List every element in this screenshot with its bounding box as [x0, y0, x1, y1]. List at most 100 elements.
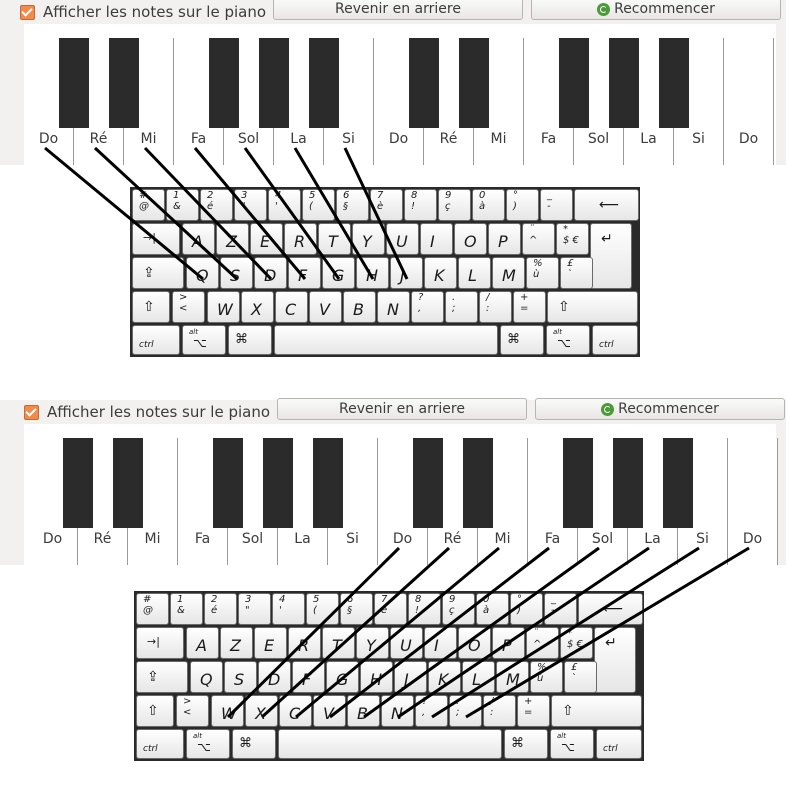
- key-C[interactable]: C: [275, 291, 308, 323]
- piano-black-key[interactable]: [313, 438, 343, 528]
- key-§[interactable]: 6§: [340, 593, 373, 625]
- key-L[interactable]: L: [462, 661, 495, 693]
- key-E[interactable]: E: [250, 223, 283, 255]
- shift-key-left[interactable]: ⇧: [136, 695, 174, 727]
- key-M[interactable]: M: [492, 257, 525, 289]
- key-P[interactable]: P: [492, 627, 525, 659]
- key-([interactable]: 5(: [306, 593, 339, 625]
- key-'[interactable]: 4': [272, 593, 305, 625]
- piano-white-key[interactable]: Si: [328, 438, 378, 565]
- alt-key-left[interactable]: alt⌥: [186, 729, 230, 759]
- command-key-right[interactable]: ⌘: [504, 729, 548, 759]
- restart-button[interactable]: Recommencer: [535, 398, 785, 420]
- tab-key[interactable]: →|: [132, 223, 180, 255]
- key-F[interactable]: F: [288, 257, 321, 289]
- key-K[interactable]: K: [428, 661, 461, 693]
- key-$ €[interactable]: *$ €: [560, 627, 593, 659]
- key-,[interactable]: ?,: [415, 695, 448, 727]
- key-H[interactable]: H: [356, 257, 389, 289]
- key-V[interactable]: V: [309, 291, 342, 323]
- piano-black-key[interactable]: [213, 438, 243, 528]
- key-W[interactable]: W: [211, 695, 244, 727]
- key--[interactable]: _-: [544, 593, 577, 625]
- key-G[interactable]: G: [326, 661, 359, 693]
- piano-white-key[interactable]: Do: [724, 38, 774, 165]
- piano-black-key[interactable]: [113, 438, 143, 528]
- key-X[interactable]: X: [245, 695, 278, 727]
- piano-black-key[interactable]: [109, 38, 139, 128]
- ctrl-key-right[interactable]: ctrl: [596, 729, 642, 759]
- key-Q[interactable]: Q: [186, 257, 219, 289]
- key--[interactable]: _-: [540, 189, 573, 221]
- piano-white-key[interactable]: Mi: [128, 438, 178, 565]
- return-key[interactable]: ↵: [590, 223, 632, 289]
- piano-black-key[interactable]: [259, 38, 289, 128]
- back-button[interactable]: Revenir en arriere: [273, 0, 523, 20]
- alt-key-right[interactable]: alt⌥: [546, 325, 590, 355]
- show-notes-toggle[interactable]: Afficher les notes sur le piano: [20, 0, 266, 24]
- key-"[interactable]: 3": [238, 593, 271, 625]
- key-R[interactable]: R: [284, 223, 317, 255]
- key-I[interactable]: I: [424, 627, 457, 659]
- key-§[interactable]: 6§: [336, 189, 369, 221]
- key-&[interactable]: 1&: [170, 593, 203, 625]
- key-([interactable]: 5(: [302, 189, 335, 221]
- piano-white-key[interactable]: Mi: [478, 438, 528, 565]
- space-bar[interactable]: [274, 325, 498, 355]
- key-G[interactable]: G: [322, 257, 355, 289]
- key-:[interactable]: /:: [483, 695, 516, 727]
- backspace-key[interactable]: ⟵: [574, 189, 639, 221]
- restart-button[interactable]: Recommencer: [531, 0, 781, 20]
- key-R[interactable]: R: [288, 627, 321, 659]
- piano-white-key[interactable]: Si: [678, 438, 728, 565]
- key-B[interactable]: B: [347, 695, 380, 727]
- key-£[interactable]: £`: [560, 257, 593, 289]
- key-:[interactable]: /:: [479, 291, 512, 323]
- key-less-than[interactable]: ><: [176, 695, 209, 727]
- key-O[interactable]: O: [458, 627, 491, 659]
- key-K[interactable]: K: [424, 257, 457, 289]
- return-key[interactable]: ↵: [594, 627, 636, 693]
- key-H[interactable]: H: [360, 661, 393, 693]
- checkbox-checked-icon[interactable]: [20, 4, 35, 20]
- key-=[interactable]: +=: [517, 695, 550, 727]
- caps-lock-key[interactable]: ⇪: [136, 661, 188, 693]
- caps-lock-key[interactable]: ⇪: [132, 257, 184, 289]
- alt-key-left[interactable]: alt⌥: [182, 325, 226, 355]
- key-=[interactable]: +=: [513, 291, 546, 323]
- key-;[interactable]: .;: [445, 291, 478, 323]
- piano-black-key[interactable]: [659, 38, 689, 128]
- piano-black-key[interactable]: [59, 38, 89, 128]
- key-U[interactable]: U: [386, 223, 419, 255]
- key-J[interactable]: J: [390, 257, 423, 289]
- piano-black-key[interactable]: [309, 38, 339, 128]
- key-;[interactable]: .;: [449, 695, 482, 727]
- key-%[interactable]: %ù: [530, 661, 563, 693]
- key-D[interactable]: D: [254, 257, 287, 289]
- key-N[interactable]: N: [377, 291, 410, 323]
- key-C[interactable]: C: [279, 695, 312, 727]
- key-$ €[interactable]: *$ €: [556, 223, 589, 255]
- key-![interactable]: 8!: [404, 189, 437, 221]
- space-bar[interactable]: [278, 729, 502, 759]
- key-X[interactable]: X: [241, 291, 274, 323]
- piano-black-key[interactable]: [563, 438, 593, 528]
- command-key-right[interactable]: ⌘: [500, 325, 544, 355]
- key-S[interactable]: S: [224, 661, 257, 693]
- alt-key-right[interactable]: alt⌥: [550, 729, 594, 759]
- key-less-than[interactable]: ><: [172, 291, 205, 323]
- key-&[interactable]: 1&: [166, 189, 199, 221]
- key-V[interactable]: V: [313, 695, 346, 727]
- piano-white-key[interactable]: Si: [324, 38, 374, 165]
- key-S[interactable]: S: [220, 257, 253, 289]
- piano-black-key[interactable]: [463, 438, 493, 528]
- key-A[interactable]: A: [182, 223, 215, 255]
- key-J[interactable]: J: [394, 661, 427, 693]
- key-O[interactable]: O: [454, 223, 487, 255]
- key-A[interactable]: A: [186, 627, 219, 659]
